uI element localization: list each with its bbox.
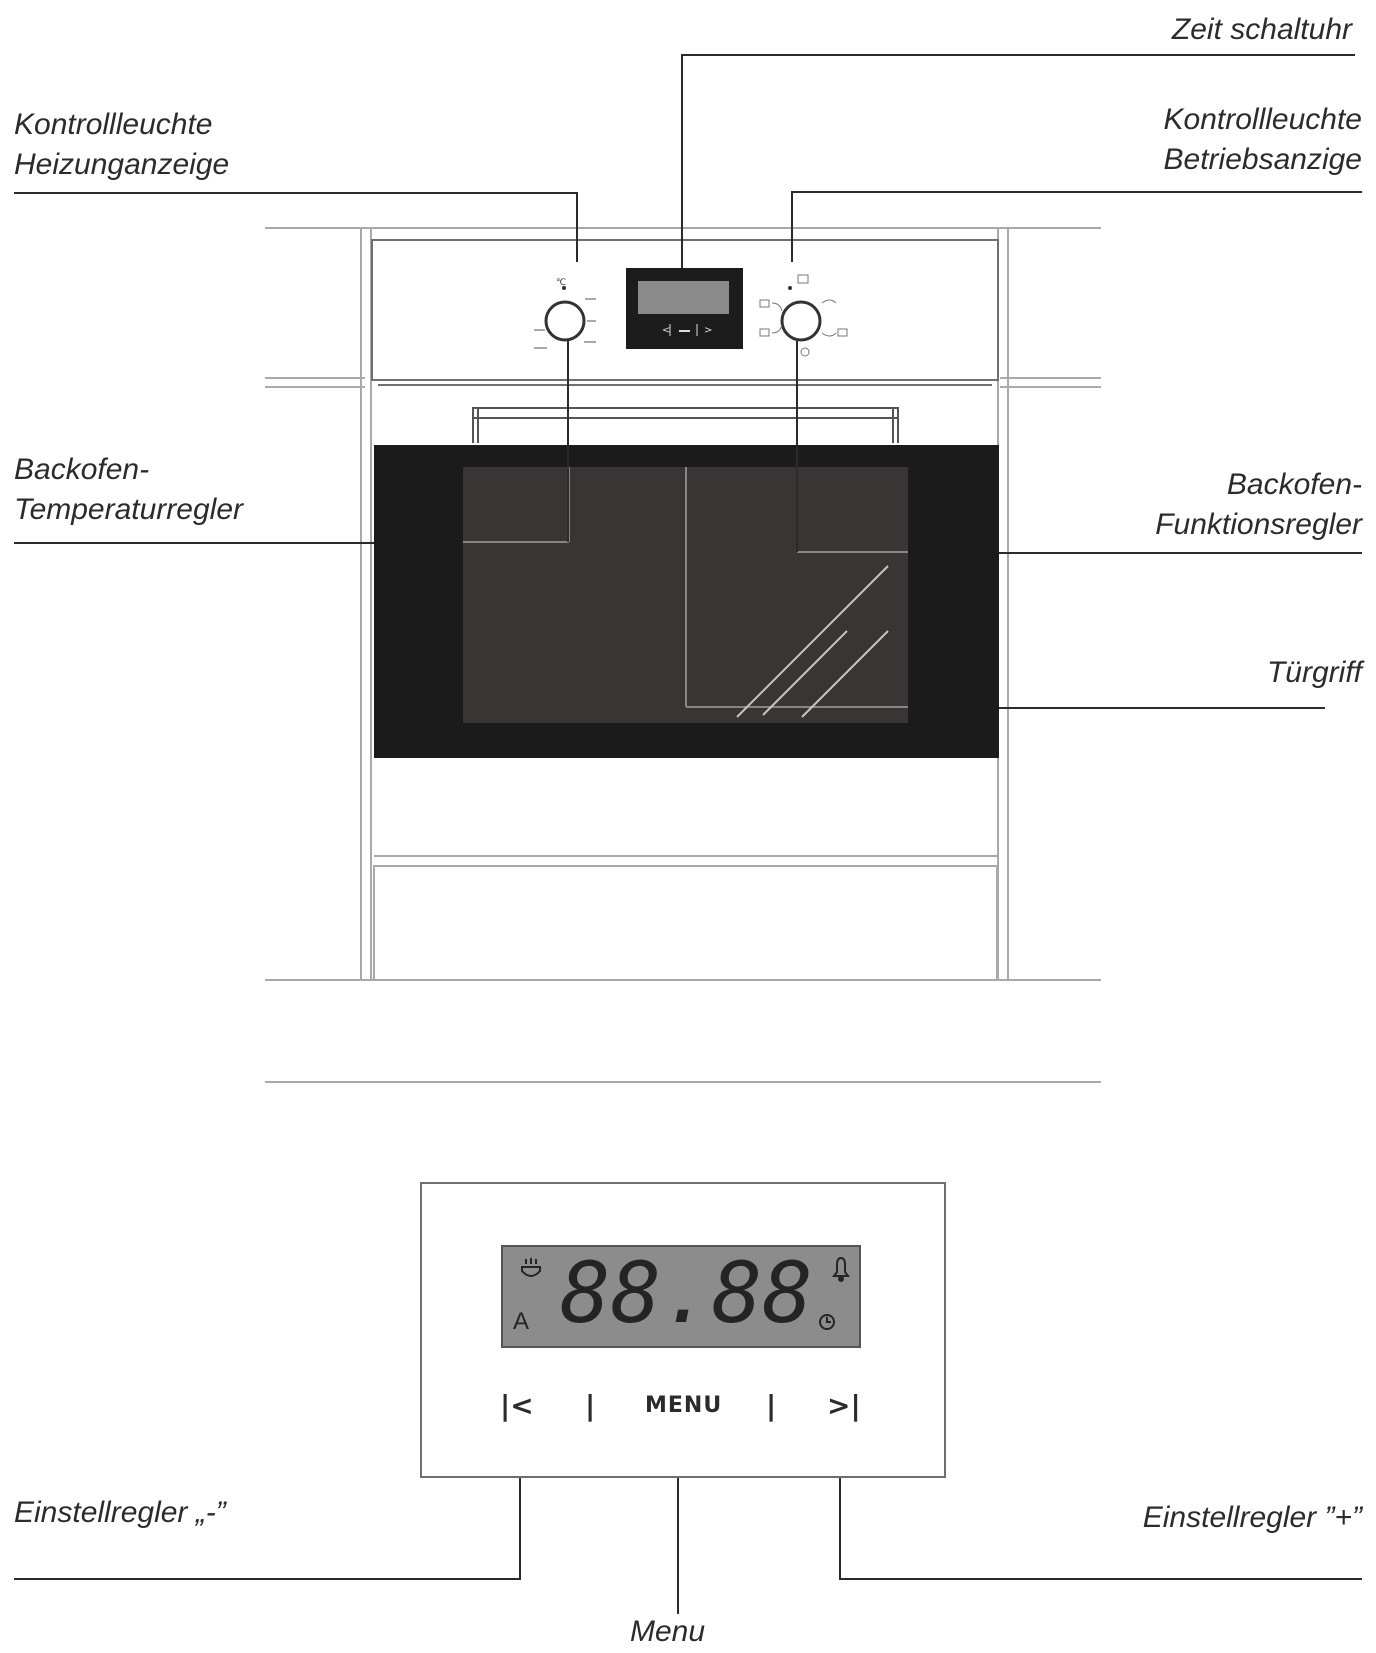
lcd-auto-letter: A	[513, 1308, 530, 1335]
bell-icon	[832, 1256, 850, 1282]
svg-text:℃: ℃	[556, 278, 566, 288]
label-function-knob-line2: Funktionsregler	[1155, 508, 1362, 541]
separator-right: |	[766, 1389, 777, 1422]
heat-indicator-light	[562, 286, 566, 290]
label-operation-indicator-line2: Betriebsanzige	[1163, 143, 1362, 176]
label-operation-indicator: Kontrollleuchte Betriebsanzige	[1164, 100, 1362, 180]
lcd-digits: 88.88	[560, 1244, 813, 1342]
drawer	[373, 855, 998, 981]
label-temperature-knob-line1: Backofen-	[14, 453, 150, 486]
large-display-panel	[420, 1182, 946, 1478]
label-temperature-knob-line2: Temperaturregler	[14, 493, 243, 526]
label-menu: Menu	[630, 1615, 706, 1648]
oven-door	[374, 445, 999, 758]
label-operation-indicator-line1: Kontrollleuchte	[1163, 103, 1362, 136]
label-minus-control: Einstellregler „-”	[14, 1496, 226, 1529]
timer-mini-display: < >	[626, 268, 743, 349]
temperature-knob: ℃	[534, 278, 596, 349]
pot-icon	[521, 1258, 541, 1277]
label-timer: Zeit schaltuhr	[1171, 13, 1352, 46]
label-function-knob: Backofen- Funktionsregler	[1155, 465, 1362, 545]
svg-text:<: <	[662, 325, 670, 336]
door-handle	[472, 407, 899, 443]
separator-left: |	[585, 1389, 596, 1422]
previous-button[interactable]: |<	[500, 1389, 534, 1422]
label-heating-indicator-line1: Kontrollleuchte	[14, 108, 213, 141]
label-heating-indicator: Kontrollleuchte Heizunganzeige	[14, 105, 229, 185]
label-heating-indicator-line2: Heizunganzeige	[14, 148, 230, 181]
label-plus-control: Einstellregler ”+”	[1142, 1501, 1362, 1534]
menu-button[interactable]: MENU	[645, 1393, 723, 1418]
svg-text:>: >	[704, 325, 712, 336]
lcd-screen	[501, 1245, 861, 1348]
next-button[interactable]: >|	[827, 1389, 861, 1422]
function-knob	[759, 274, 848, 357]
label-door-handle: Türgriff	[1266, 656, 1362, 689]
clock-icon	[819, 1314, 835, 1330]
label-temperature-knob: Backofen- Temperaturregler	[14, 450, 243, 530]
operation-indicator-light	[788, 286, 792, 290]
label-function-knob-line1: Backofen-	[1226, 468, 1362, 501]
